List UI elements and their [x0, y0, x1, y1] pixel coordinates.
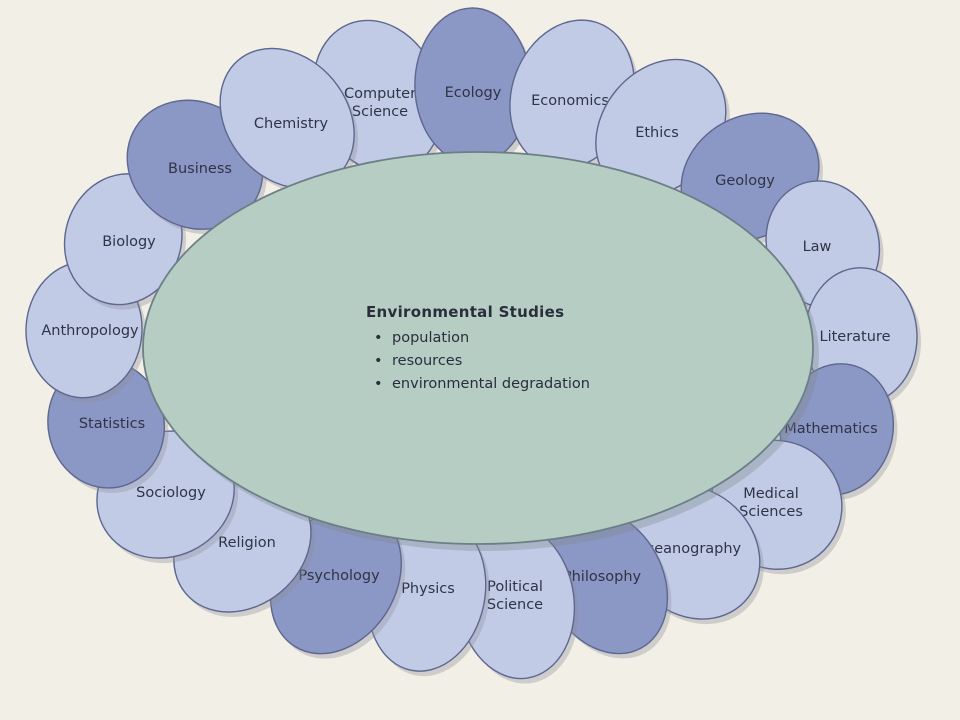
- petal-label-line: Political: [487, 579, 543, 595]
- petal-label: Ethics: [635, 125, 679, 141]
- petal-label: Religion: [218, 535, 276, 551]
- petal-label-line: Science: [352, 104, 408, 120]
- petal-label-line: Science: [487, 597, 543, 613]
- center-item-list: • population • resources • environmental…: [374, 330, 590, 392]
- petal-label: Philosophy: [563, 569, 642, 585]
- center-ellipse: [142, 151, 814, 545]
- petal-label-line: Sociology: [136, 485, 206, 501]
- petal-label-line: Chemistry: [254, 116, 329, 132]
- petal-label: Psychology: [298, 568, 380, 584]
- petal-label-line: Literature: [820, 329, 891, 345]
- petal-label: Literature: [820, 329, 891, 345]
- petal-label: Law: [803, 239, 832, 255]
- center-item: resources: [392, 353, 462, 369]
- petal-label: Sociology: [136, 485, 206, 501]
- petal-label: Mathematics: [784, 421, 877, 437]
- center-item: population: [392, 330, 469, 346]
- petal-label: Economics: [531, 93, 609, 109]
- center-bullet: •: [374, 376, 383, 392]
- center-bullet: •: [374, 353, 383, 369]
- petal-label-line: Psychology: [298, 568, 380, 584]
- petal-label-line: Mathematics: [784, 421, 877, 437]
- petal-label-line: Ecology: [445, 85, 502, 101]
- petal-label-line: Ethics: [635, 125, 679, 141]
- petal-label-line: Religion: [218, 535, 276, 551]
- petal-label-line: Medical: [743, 486, 799, 502]
- petal-label-line: Geology: [715, 173, 775, 189]
- center-title: Environmental Studies: [366, 303, 564, 321]
- center-hub: Environmental Studies • population • res…: [142, 151, 819, 551]
- center-bullet: •: [374, 330, 383, 346]
- petal-label: Ecology: [445, 85, 502, 101]
- petal-label-line: Law: [803, 239, 832, 255]
- petal-label-line: Oceanography: [635, 541, 742, 557]
- petal-label-line: Philosophy: [563, 569, 642, 585]
- petal-label: Oceanography: [635, 541, 742, 557]
- petal-label: Statistics: [79, 416, 145, 432]
- petal-label-line: Computer: [344, 86, 416, 102]
- petal-label-line: Sciences: [739, 504, 803, 520]
- petal-label: Chemistry: [254, 116, 329, 132]
- petal-label: Physics: [401, 581, 455, 597]
- petal-label-line: Anthropology: [41, 323, 139, 339]
- petal-label-line: Business: [168, 161, 232, 177]
- petal-label: Anthropology: [41, 323, 139, 339]
- petal-label: Geology: [715, 173, 775, 189]
- petal-label-line: Physics: [401, 581, 455, 597]
- petal-label: Biology: [102, 234, 156, 250]
- petal-label-line: Statistics: [79, 416, 145, 432]
- center-item: environmental degradation: [392, 376, 590, 392]
- petal-label-line: Biology: [102, 234, 156, 250]
- petal: Chemistry: [219, 47, 359, 194]
- petal-label-line: Economics: [531, 93, 609, 109]
- petal-label: Business: [168, 161, 232, 177]
